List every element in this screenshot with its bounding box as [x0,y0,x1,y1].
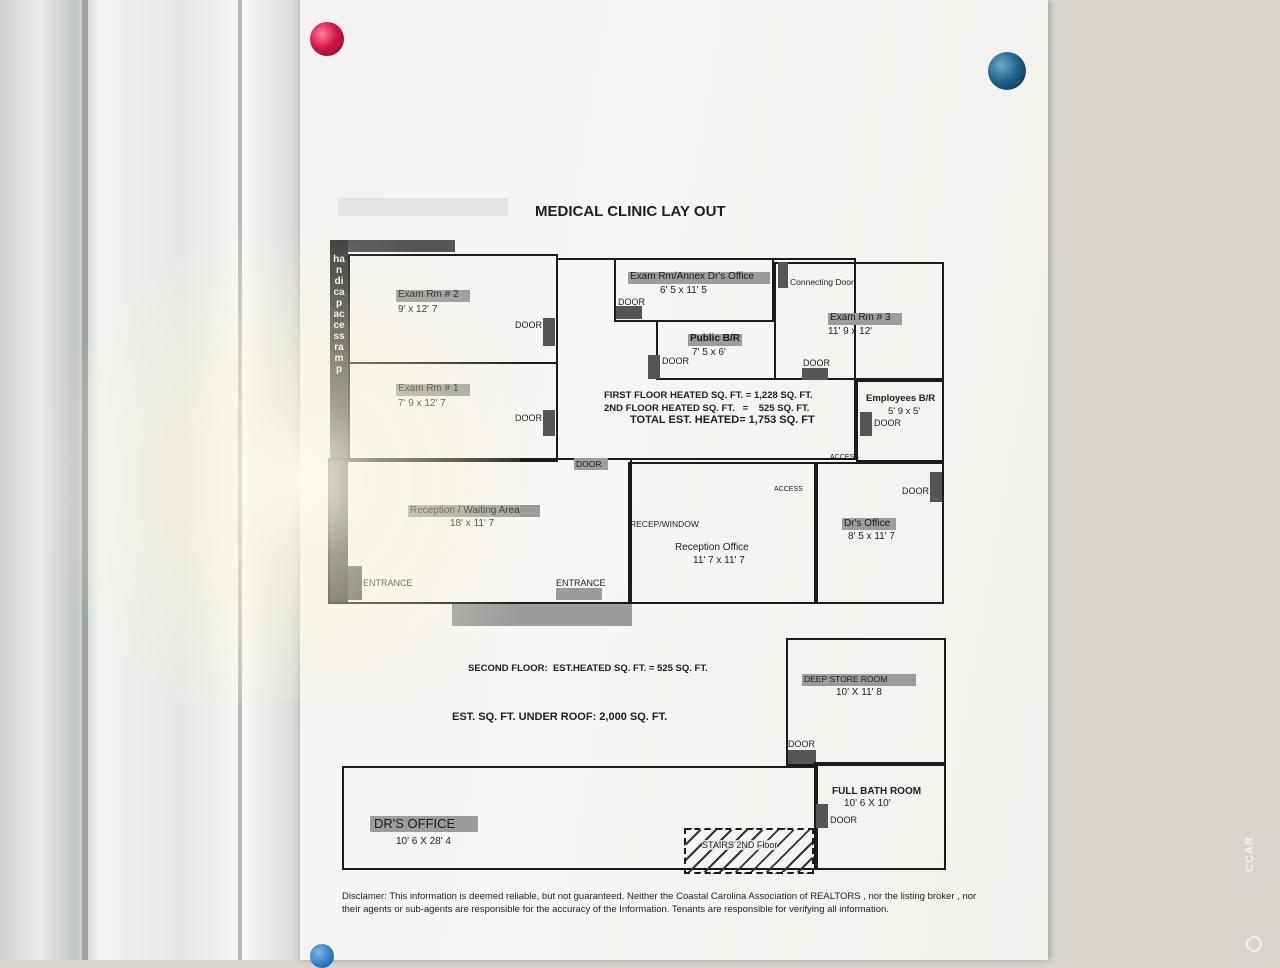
room-size: 6' 5 x 11' 5 [660,285,707,296]
room-label-highlight [628,272,770,284]
room-name: Employees B/R [866,393,936,404]
room-label-highlight [370,816,478,832]
access-label: ACCESS [830,454,859,461]
second-floor-label: SECOND FLOOR: EST.HEATED SQ. FT. = 525 S… [468,663,708,674]
room-name: DR'S OFFICE [374,816,456,831]
disclaimer-text: Disclamer: This information is deemed re… [342,891,977,915]
room-name: FULL BATH ROOM [832,786,922,797]
door-mark [648,355,660,379]
faded-header-mark [338,198,508,216]
door-mark [860,412,872,436]
stairs-label: STAIRS 2ND Floor [702,840,778,850]
entrance-label: ENTRANCE [556,578,606,588]
room-name: Exam Rm # 1 [398,383,459,394]
connecting-door-mark [778,262,788,288]
door-label: DOOR [618,297,645,307]
room-size: 10' 6 X 28' 4 [396,836,451,847]
door-label: DOOR [515,320,542,330]
blue-pushpin-icon [310,944,334,968]
room-name: Exam Rm # 3 [830,312,891,323]
room-name: Exam Rm # 2 [398,289,459,300]
room-size: 8' 5 x 11' 7 [848,531,895,542]
room-full-bath [814,762,946,870]
under-roof-label: EST. SQ. FT. UNDER ROOF: 2,000 SQ. FT. [452,711,668,723]
room-size: 11' 7 x 11' 7 [693,555,745,566]
room-name: Dr's Office [844,518,891,529]
ramp-label: handicap access ramp [333,254,345,375]
door-label: DOOR [788,739,815,749]
door-mark [930,472,942,502]
walkway-highlight [452,604,632,626]
door-mark [543,318,555,346]
door-label: DOOR [515,413,542,423]
room-label-highlight [842,518,896,530]
room-size: 10' 6 X 10' [844,798,891,809]
room-label-highlight [688,334,742,346]
door-frame [0,0,300,960]
room-label-highlight [828,313,902,325]
room-storage [786,638,946,766]
summary-second-floor: 2ND FLOOR HEATED SQ. FT. = 525 SQ. FT. [604,403,810,414]
room-label-highlight [802,674,916,686]
room-drs-office-1 [814,462,944,604]
room-name: Reception Office [675,542,749,553]
access-label: ACCESS [774,486,803,493]
connecting-door-label: Connecting Door [790,277,854,287]
room-name: Public B/R [690,333,741,344]
room-reception-office [628,462,818,604]
room-employees-br [856,380,944,462]
room-size: 7' 5 x 6' [692,347,726,358]
stairs-hatch [684,828,814,874]
room-size: 11' 9 x 12' [828,326,873,337]
door-label: DOOR [902,486,929,496]
door-frame-trim [238,0,242,960]
door-mark [802,368,828,380]
summary-total: TOTAL EST. HEATED= 1,753 SQ. FT [630,414,815,426]
door-mark [543,410,555,436]
door-label: DOOR [803,358,830,368]
watermark: CCAR [1244,836,1256,872]
door-mark [788,750,816,764]
room-exam-1 [348,362,558,462]
room-exam-2 [348,254,558,364]
floor-plan-paper: MEDICAL CLINIC LAY OUT handicap access r… [300,0,1048,968]
door-mark [816,804,828,828]
room-size: 9' x 12' 7 [398,304,438,315]
room-size: 7' 9 x 12' 7 [398,398,446,409]
door-frame-trim [82,0,88,960]
door-highlight [574,458,608,470]
room-name: Exam Rm/Annex Dr's Office [630,271,754,282]
ramp-top-bar [330,240,455,252]
entrance-highlight [556,588,602,600]
door-label: DOOR [576,459,602,469]
blue-pushpin-icon [988,52,1026,90]
room-size: 18' x 11' 7 [450,518,495,529]
copyright-icon [1246,936,1262,952]
red-pushpin-icon [310,22,344,56]
door-label: DOOR [830,815,857,825]
door-label: DOOR [662,356,689,366]
door-mark [616,306,642,319]
door-label: DOOR [874,418,901,428]
room-exam-3 [774,262,944,380]
entrance-label: ENTRANCE [363,578,413,588]
room-name: DEEP STORE ROOM [804,674,888,684]
window-label: RECEP/WINDOW [630,519,699,529]
room-size: 10' X 11' 8 [836,687,882,698]
page-title: MEDICAL CLINIC LAY OUT [535,203,726,220]
room-size: 5' 9 x 5' [888,406,921,417]
room-name: Reception / Waiting Area [410,505,520,516]
entrance-door-mark [348,566,362,600]
summary-first-floor: FIRST FLOOR HEATED SQ. FT. = 1,228 SQ. F… [604,390,813,401]
